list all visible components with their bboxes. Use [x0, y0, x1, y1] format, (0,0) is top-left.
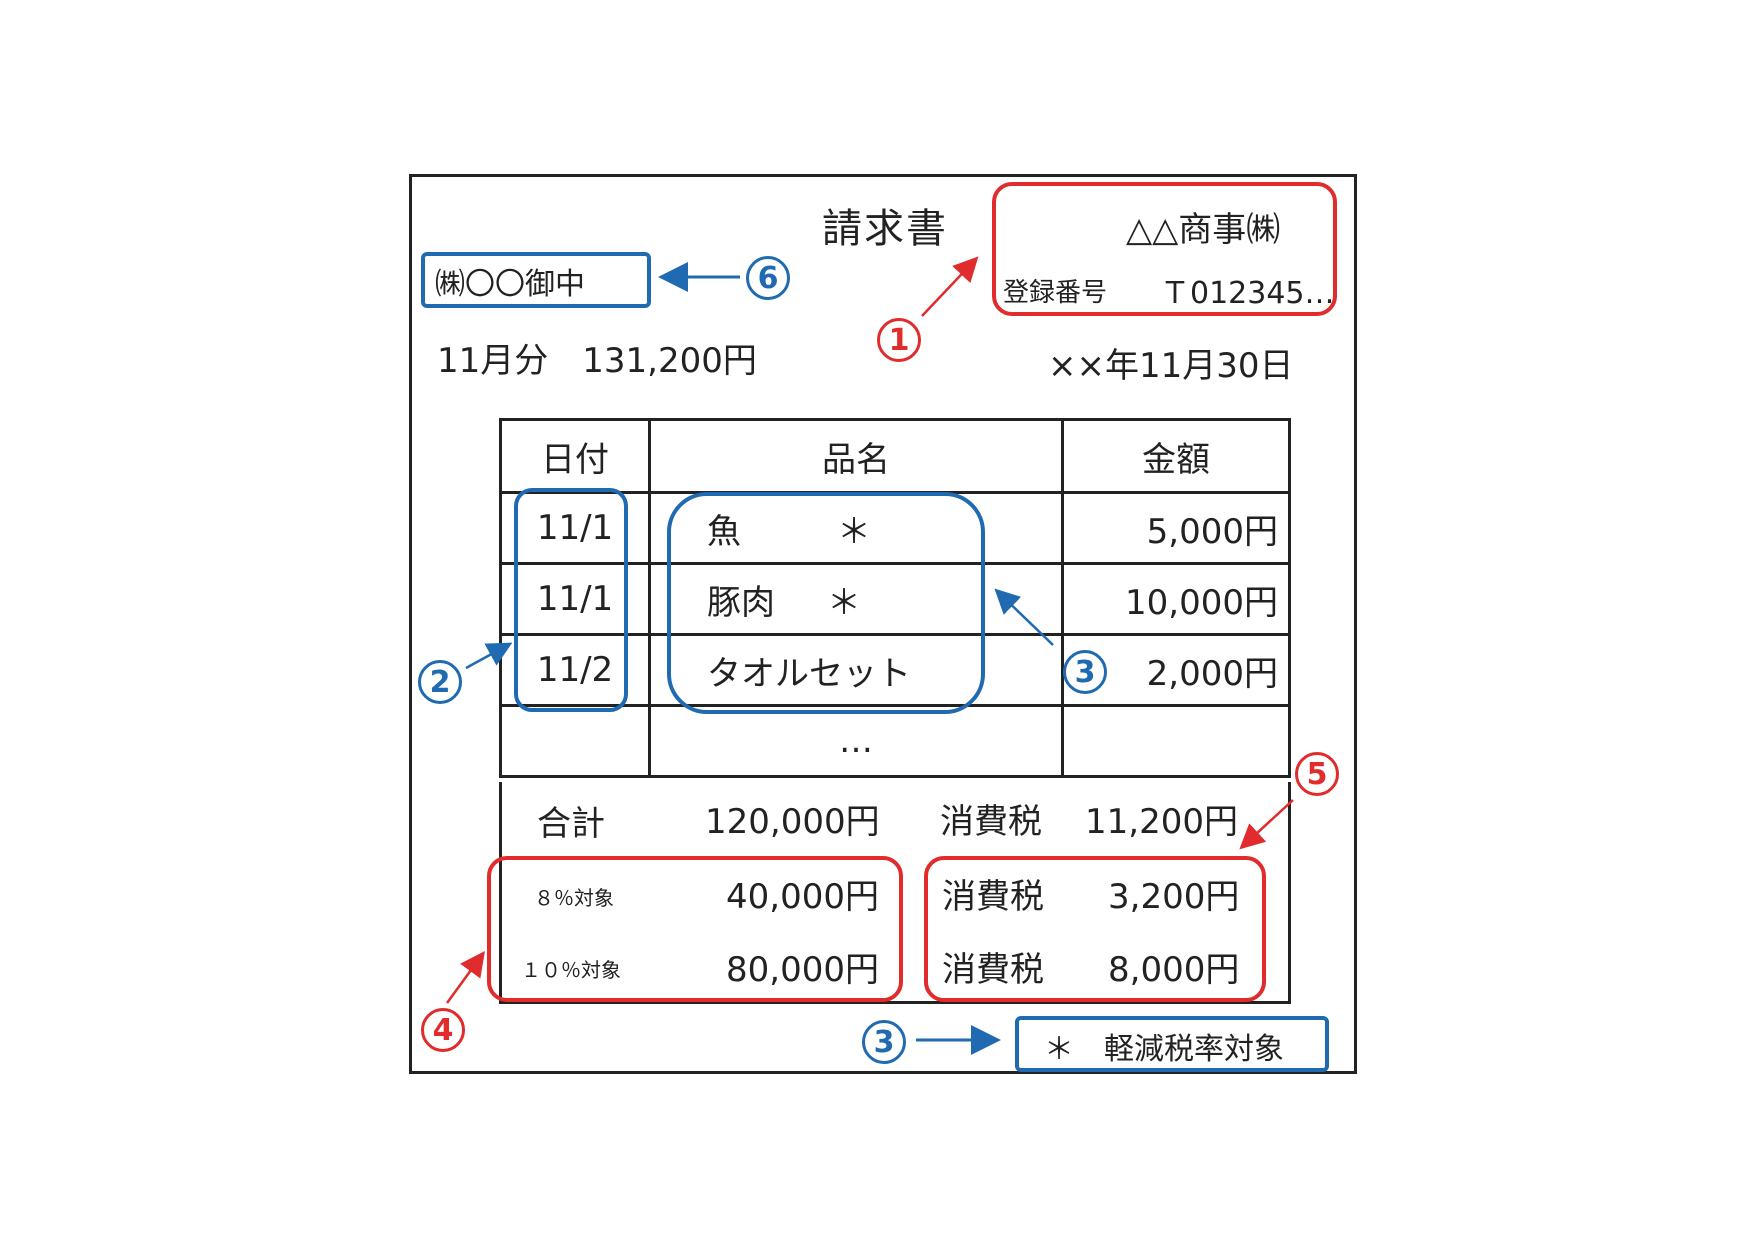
arrow-3a [994, 588, 1054, 646]
callout-6: 6 [746, 256, 790, 300]
arrow-2 [465, 642, 513, 670]
rate10-label: １０％対象 [521, 958, 621, 982]
row-item-name: タオルセット [707, 653, 911, 694]
tax8-label: 消費税 [942, 877, 1044, 917]
addressee-box [421, 252, 651, 308]
rate8-value: 40,000円 [726, 877, 879, 917]
item-highlight-box [667, 492, 985, 714]
rate10-value: 80,000円 [726, 950, 879, 990]
issuer-name: △△商事㈱ [1126, 210, 1281, 250]
row-item: タオルセット [648, 633, 1064, 707]
footnote: ＊ 軽減税率対象 [1044, 1032, 1284, 1067]
registration-label: 登録番号 [1003, 278, 1108, 308]
taxable-amounts-box [487, 856, 903, 1002]
period-amount: 11月分 131,200円 [437, 341, 757, 381]
row-amount [1061, 704, 1291, 778]
footnote-box [1015, 1016, 1329, 1072]
total-label: 合計 [537, 804, 605, 844]
header-date: 日付 [499, 418, 651, 494]
row-item: 魚＊ [648, 491, 1064, 565]
issuer-box [992, 182, 1337, 316]
callout-3a: 3 [1063, 650, 1107, 694]
row-amount: 5,000円 [1061, 491, 1291, 565]
header-item-name: 品名 [648, 418, 1064, 494]
addressee: ㈱〇〇御中 [435, 267, 585, 302]
total-value: 120,000円 [705, 802, 880, 842]
header-amount: 金額 [1061, 418, 1291, 494]
tax8-value: 3,200円 [1108, 877, 1240, 917]
date-highlight-box [514, 488, 628, 712]
registration-number: Ｔ012345… [1160, 276, 1335, 311]
invoice-frame [409, 174, 1357, 1074]
totals-section [499, 782, 1291, 1004]
row-date: 11/1 [499, 562, 651, 636]
table-row: … [499, 704, 1291, 778]
tax10-label: 消費税 [942, 950, 1044, 990]
tax10-value: 8,000円 [1108, 950, 1240, 990]
callout-5: 5 [1295, 752, 1339, 796]
row-date [499, 704, 651, 778]
reduced-tax-mark: ＊ [837, 511, 871, 552]
callout-2: 2 [418, 660, 462, 704]
arrow-4 [445, 950, 485, 1004]
row-ellipsis: … [648, 704, 1064, 778]
tax-amounts-box [924, 856, 1266, 1002]
row-item-name: 豚肉 [707, 582, 775, 623]
invoice-title: 請求書 [822, 206, 948, 252]
reduced-tax-mark: ＊ [827, 582, 861, 623]
tax-value: 11,200円 [1085, 802, 1238, 842]
callout-4: 4 [421, 1008, 465, 1052]
callout-1: 1 [877, 318, 921, 362]
arrow-1 [921, 256, 979, 317]
issue-date: ××年11月30日 [1048, 346, 1294, 386]
table-header-row: 日付 品名 金額 [499, 418, 1291, 494]
row-item-name: 魚 [707, 511, 741, 552]
callout-3b: 3 [862, 1020, 906, 1064]
arrow-5 [1239, 799, 1294, 850]
rate8-label: ８％対象 [534, 886, 614, 910]
tax-label: 消費税 [940, 802, 1042, 842]
row-amount: 10,000円 [1061, 562, 1291, 636]
